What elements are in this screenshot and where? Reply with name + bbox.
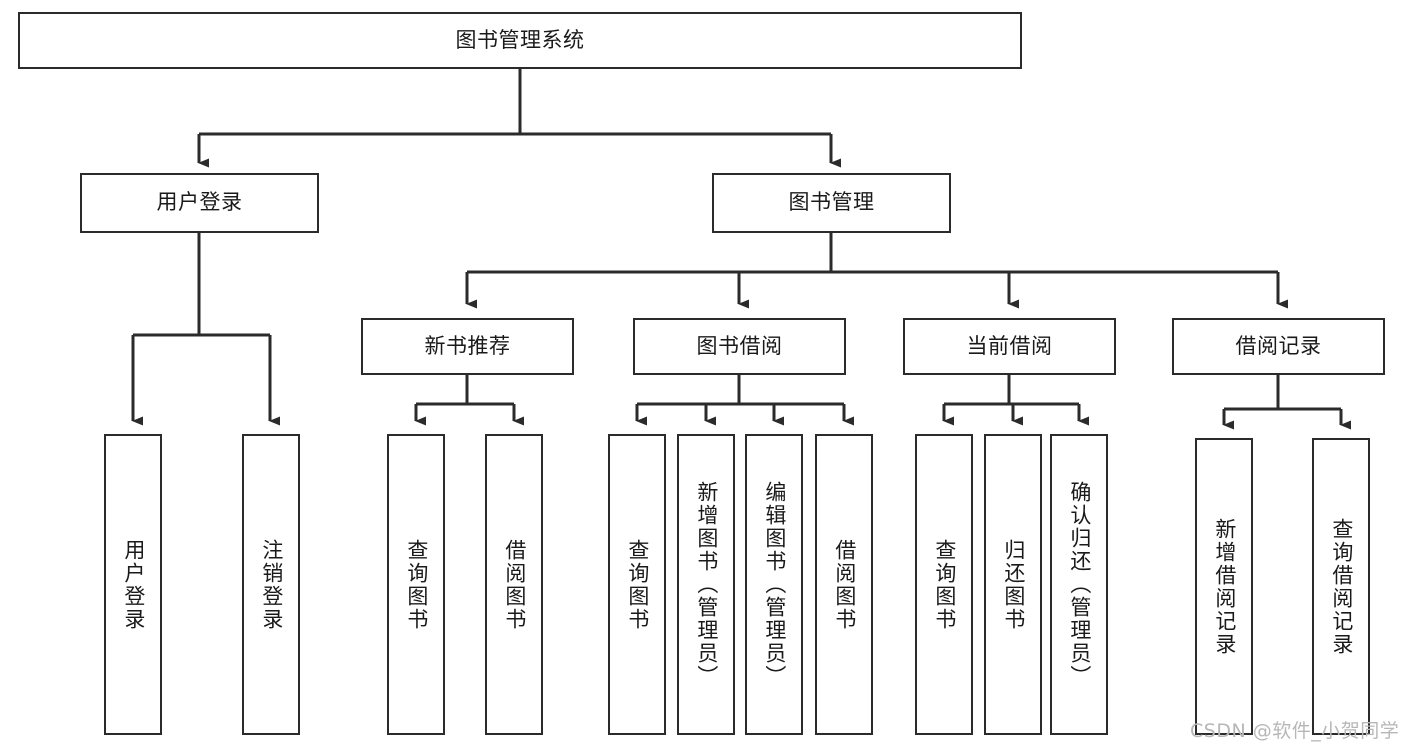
node-book-borrow-label: 图书借阅 xyxy=(696,333,783,358)
node-user-login-label: 用户登录 xyxy=(156,190,243,215)
node-book-management-label: 图书管理 xyxy=(788,190,875,215)
node-current-borrow[interactable]: 当前借阅 xyxy=(903,318,1116,375)
node-leaf-query-book-2[interactable]: 查询图书 xyxy=(608,434,666,735)
node-leaf-borrow-book-1-label: 借阅图书 xyxy=(502,538,527,631)
node-new-book-recommend[interactable]: 新书推荐 xyxy=(361,318,574,375)
node-leaf-add-book-label: 新增图书（管理员） xyxy=(694,481,719,688)
node-leaf-query-book-1-label: 查询图书 xyxy=(404,538,429,631)
node-borrow-record-label: 借阅记录 xyxy=(1235,333,1322,358)
node-leaf-confirm-return-label: 确认归还（管理员） xyxy=(1067,481,1092,688)
node-leaf-query-book-3[interactable]: 查询图书 xyxy=(915,434,973,735)
node-leaf-borrow-book-2[interactable]: 借阅图书 xyxy=(815,434,873,735)
node-leaf-user-logout[interactable]: 注销登录 xyxy=(242,434,300,735)
node-current-borrow-label: 当前借阅 xyxy=(966,333,1053,358)
node-leaf-add-book[interactable]: 新增图书（管理员） xyxy=(677,434,735,735)
node-borrow-record[interactable]: 借阅记录 xyxy=(1172,318,1385,375)
node-root[interactable]: 图书管理系统 xyxy=(18,12,1022,69)
node-leaf-query-book-1[interactable]: 查询图书 xyxy=(387,434,445,735)
node-leaf-confirm-return[interactable]: 确认归还（管理员） xyxy=(1050,434,1108,735)
node-leaf-user-login[interactable]: 用户登录 xyxy=(104,434,162,735)
node-leaf-add-record-label: 新增借阅记录 xyxy=(1212,517,1237,656)
node-root-label: 图书管理系统 xyxy=(455,27,585,52)
node-leaf-query-record-label: 查询借阅记录 xyxy=(1329,517,1354,656)
node-leaf-add-record[interactable]: 新增借阅记录 xyxy=(1195,438,1253,735)
node-leaf-query-book-3-label: 查询图书 xyxy=(932,538,957,631)
node-leaf-return-book[interactable]: 归还图书 xyxy=(984,434,1042,735)
node-book-borrow[interactable]: 图书借阅 xyxy=(633,318,846,375)
node-leaf-return-book-label: 归还图书 xyxy=(1001,538,1026,631)
node-leaf-query-book-2-label: 查询图书 xyxy=(625,538,650,631)
node-book-management[interactable]: 图书管理 xyxy=(712,173,951,233)
node-user-login[interactable]: 用户登录 xyxy=(80,173,319,233)
node-leaf-borrow-book-1[interactable]: 借阅图书 xyxy=(485,434,543,735)
node-leaf-edit-book[interactable]: 编辑图书（管理员） xyxy=(745,434,803,735)
node-leaf-borrow-book-2-label: 借阅图书 xyxy=(832,538,857,631)
node-leaf-user-login-label: 用户登录 xyxy=(121,538,146,631)
node-leaf-edit-book-label: 编辑图书（管理员） xyxy=(762,481,787,688)
node-leaf-query-record[interactable]: 查询借阅记录 xyxy=(1312,438,1370,735)
node-new-book-recommend-label: 新书推荐 xyxy=(424,333,511,358)
node-leaf-user-logout-label: 注销登录 xyxy=(259,538,284,631)
csdn-watermark: CSDN @软件_小贺同学 xyxy=(1190,720,1400,742)
